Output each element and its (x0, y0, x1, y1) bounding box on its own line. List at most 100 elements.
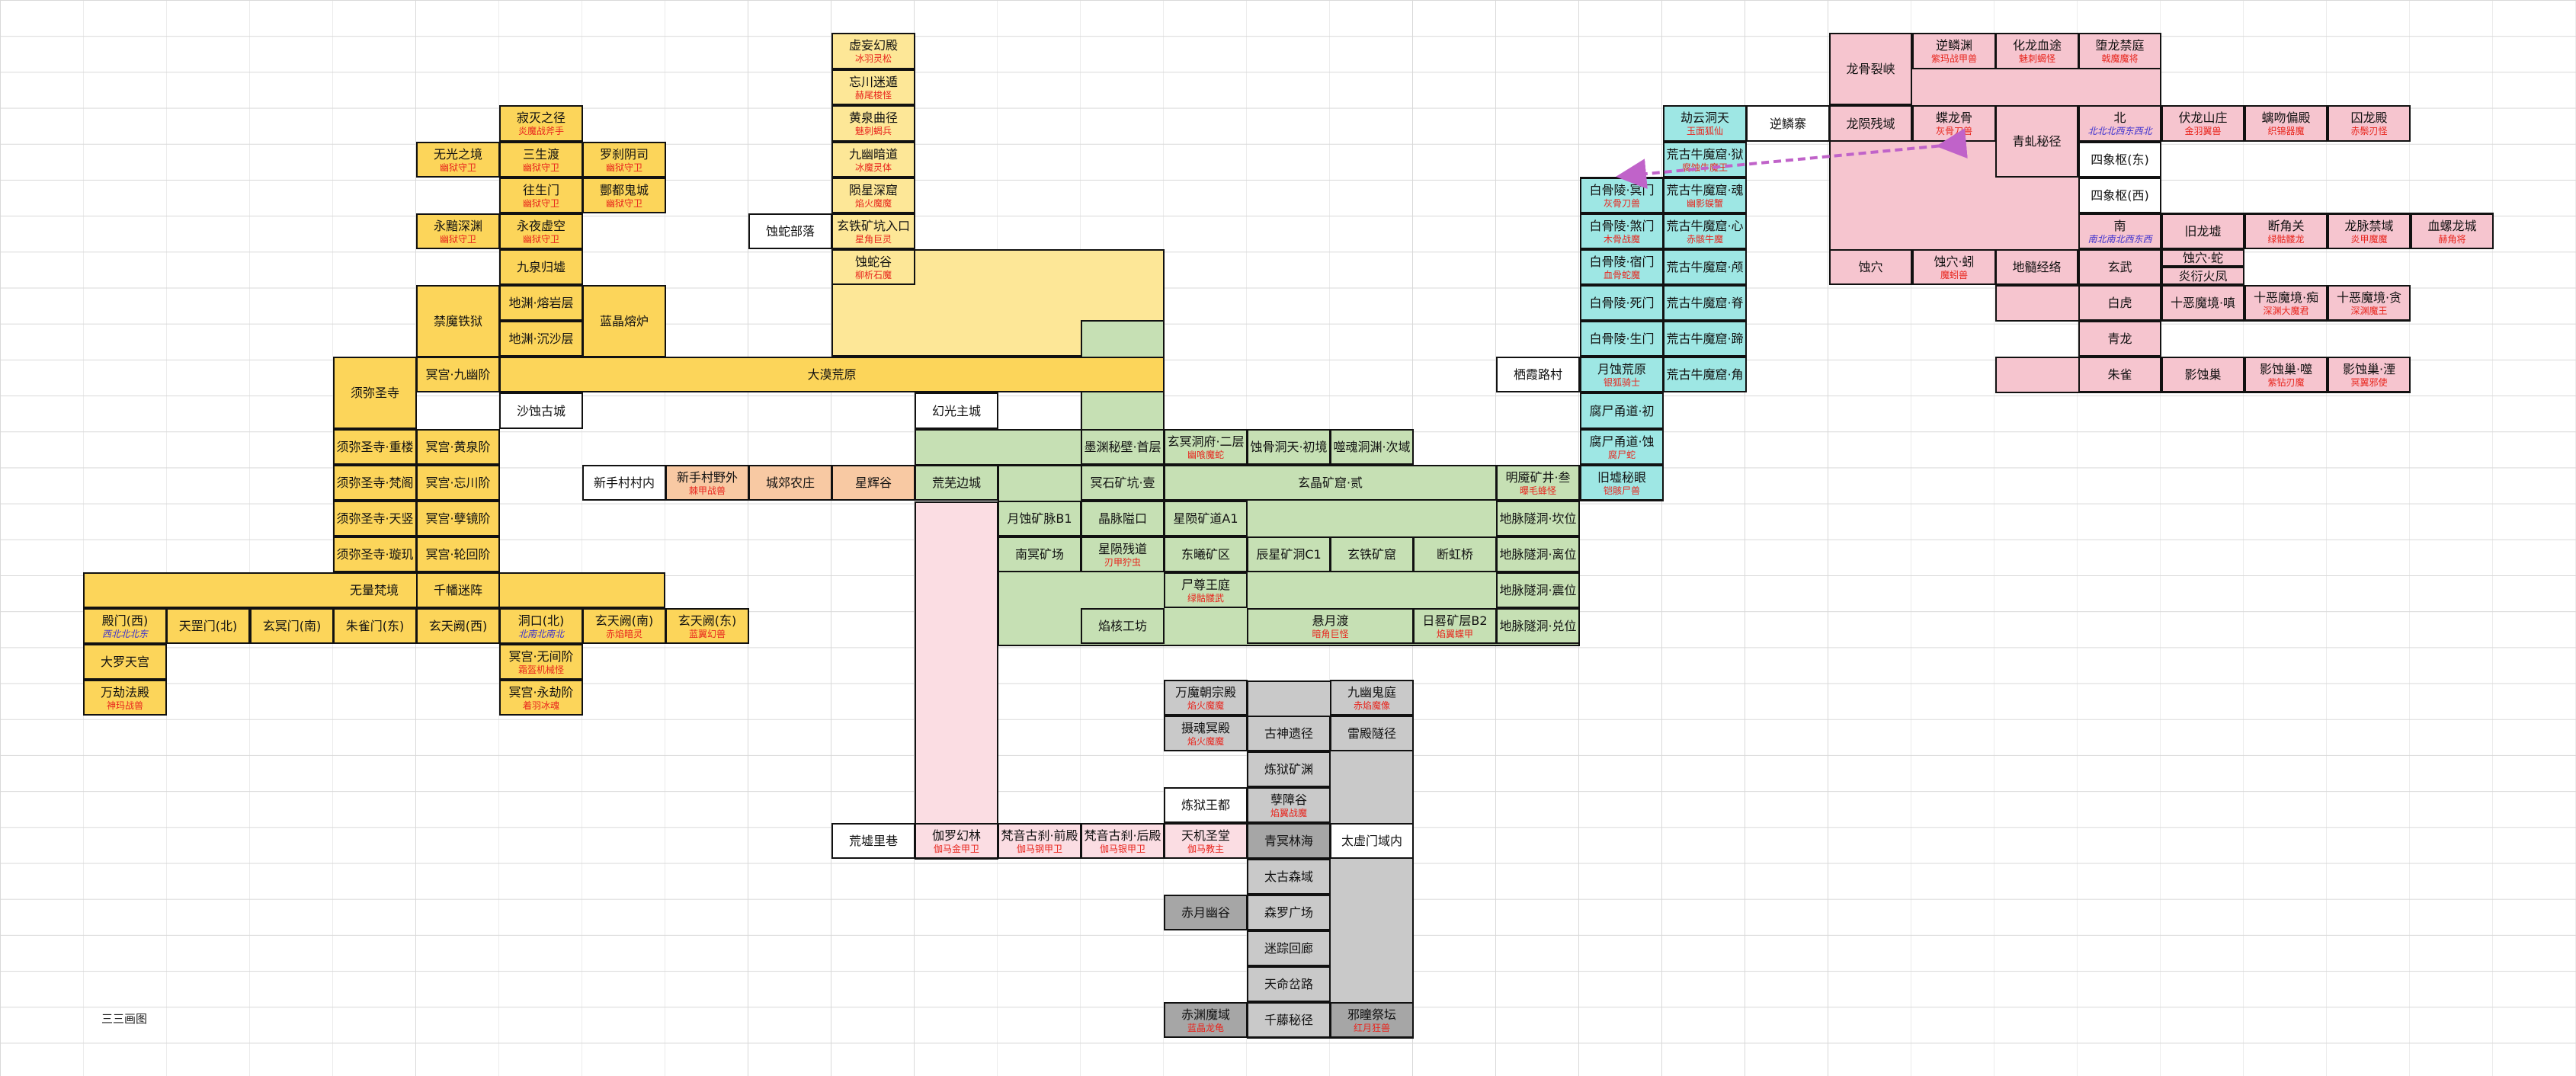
map-location[interactable]: 殿门(西)西北北北东 (83, 608, 167, 644)
map-location[interactable]: 青龙 (2078, 321, 2161, 357)
map-location[interactable]: 大罗天宫 (83, 644, 167, 680)
map-location[interactable]: 万魔朝宗殿焰火魔魔 (1164, 680, 1248, 716)
map-location[interactable]: 龙骨裂峡 (1829, 33, 1912, 105)
map-location[interactable]: 须弥圣寺·璇玑 (333, 536, 417, 572)
map-location[interactable]: 永夜虚空幽狱守卫 (499, 213, 583, 249)
map-location[interactable]: 龙脉禁域炎甲魔魔 (2328, 213, 2411, 249)
map-location[interactable]: 蚀骨洞天·初境 (1247, 429, 1331, 465)
map-location[interactable]: 断虹桥 (1413, 536, 1497, 572)
map-location[interactable]: 须弥圣寺·天竖 (333, 501, 417, 536)
map-location[interactable]: 星陨残道刃甲狞虫 (1081, 536, 1165, 572)
map-location[interactable]: 十恶魔境·贪深渊魔王 (2328, 285, 2411, 321)
map-location[interactable]: 影蚀巢 (2161, 357, 2244, 392)
map-location[interactable]: 焰核工坊 (1081, 608, 1165, 644)
map-location[interactable]: 逆鳞渊紫玛战甲兽 (1912, 33, 1996, 69)
map-location[interactable]: 地脉隧洞·兑位 (1496, 608, 1580, 644)
map-location[interactable]: 新手村村内 (582, 465, 666, 501)
map-location[interactable]: 禁魔铁狱 (416, 285, 500, 357)
map-location[interactable]: 尸尊王庭绿骷髅武 (1164, 572, 1248, 608)
map-location[interactable]: 孽障谷焰翼战魔 (1247, 787, 1331, 823)
map-location[interactable]: 千藤秘径 (1247, 1002, 1331, 1038)
map-location[interactable]: 冥宫·忘川阶 (416, 465, 500, 501)
map-location[interactable]: 血螺龙城赫角将 (2411, 213, 2494, 249)
map-location[interactable]: 东曦矿区 (1164, 536, 1248, 572)
map-location[interactable]: 地脉隧洞·震位 (1496, 572, 1580, 608)
map-location[interactable]: 影蚀巢·湮冥翼邪使 (2328, 357, 2411, 392)
map-location[interactable]: 玄武 (2078, 249, 2161, 285)
map-location[interactable]: 天罡门(北) (166, 608, 250, 644)
map-location[interactable]: 伏龙山庄金羽翼兽 (2161, 105, 2244, 142)
map-location[interactable]: 明魇矿井·叁曝毛蜂怪 (1496, 465, 1580, 501)
map-location[interactable]: 玄天阙(西) (416, 608, 500, 644)
map-location[interactable]: 蚀穴·蚓魔蚓兽 (1912, 249, 1996, 285)
map-location[interactable]: 玄天阙(东)蓝翼幻兽 (665, 608, 749, 644)
map-location[interactable]: 陨星深窟焰火魔魔 (831, 178, 915, 213)
map-location[interactable]: 地渊·熔岩层 (499, 285, 583, 321)
map-location[interactable]: 雷殿隧径 (1330, 716, 1414, 751)
map-location[interactable]: 荒古牛魔窟·颅 (1663, 249, 1747, 285)
map-location[interactable]: 旧龙墟 (2161, 213, 2244, 249)
map-location[interactable]: 新手村野外棘甲战兽 (665, 465, 749, 501)
map-location[interactable]: 须弥圣寺·重楼 (333, 429, 417, 465)
map-location[interactable]: 四象枢(东) (2078, 142, 2161, 178)
map-location[interactable]: 古神遗径 (1247, 716, 1331, 751)
map-location[interactable]: 荒古牛魔窟·心赤骸牛魔 (1663, 213, 1747, 249)
map-location[interactable]: 天命岔路 (1247, 966, 1331, 1002)
map-location[interactable]: 腐尸甬道·蚀腐尸蛇 (1580, 429, 1664, 465)
map-location[interactable]: 月蚀矿脉B1 (998, 501, 1081, 536)
map-location[interactable]: 白骨陵·生门 (1580, 321, 1664, 357)
map-location[interactable]: 摄魂冥殿焰火魔魔 (1164, 716, 1248, 751)
map-location[interactable]: 白骨陵·煞门木骨战魔 (1580, 213, 1664, 249)
map-location[interactable]: 地髓经络 (1995, 249, 2078, 285)
map-location[interactable]: 洞口(北)北南北南北 (499, 608, 583, 644)
map-location[interactable]: 白骨陵·死门 (1580, 285, 1664, 321)
map-location[interactable]: 冥宫·黄泉阶 (416, 429, 500, 465)
map-location[interactable]: 蚀穴 (1829, 249, 1912, 285)
map-location[interactable]: 墨渊秘壁·首层 (1081, 429, 1165, 465)
map-location[interactable]: 冥宫·孽镜阶 (416, 501, 500, 536)
map-location[interactable]: 堕龙禁庭戟魔魔将 (2078, 33, 2161, 69)
map-location[interactable]: 太古森域 (1247, 859, 1331, 895)
map-location[interactable]: 太虚门域内 (1330, 823, 1414, 859)
map-location[interactable]: 地脉隧洞·离位 (1496, 536, 1580, 572)
map-location[interactable]: 荒古牛魔窟·脊 (1663, 285, 1747, 321)
map-location[interactable]: 梵音古刹·前殿伽马钢甲卫 (998, 823, 1081, 859)
map-location[interactable]: 冥宫·永劫阶着羽冰魂 (499, 680, 583, 716)
map-location[interactable]: 白虎 (2078, 285, 2161, 321)
map-location[interactable]: 蚀蛇部落 (748, 213, 832, 249)
map-location[interactable]: 邪瞳祭坛红月狂兽 (1330, 1002, 1414, 1038)
map-location[interactable]: 森罗广场 (1247, 895, 1331, 930)
map-location[interactable]: 噬魂洞渊·次域 (1330, 429, 1414, 465)
map-location[interactable]: 南南北南北西东西 (2078, 213, 2161, 249)
map-location[interactable]: 须弥圣寺 (333, 357, 417, 429)
map-location[interactable]: 玄冥洞府·二层幽喰魔蛇 (1164, 429, 1248, 465)
map-location[interactable]: 荒古牛魔窟·蹄 (1663, 321, 1747, 357)
map-location[interactable]: 荒芜边城 (915, 465, 998, 501)
map-location[interactable]: 断角关绿骷髅龙 (2244, 213, 2328, 249)
map-location[interactable]: 玄冥门(南) (250, 608, 334, 644)
map-location[interactable]: 梵音古刹·后殿伽马银甲卫 (1081, 823, 1165, 859)
map-location[interactable]: 寂灭之径炎魔战斧手 (499, 105, 583, 142)
map-location[interactable]: 地渊·沉沙层 (499, 321, 583, 357)
map-location[interactable]: 四象枢(西) (2078, 178, 2161, 213)
map-location[interactable]: 沙蚀古城 (499, 392, 583, 429)
map-location[interactable]: 大漠荒原 (499, 357, 1165, 392)
map-location[interactable]: 荒墟里巷 (831, 823, 915, 859)
map-location[interactable]: 往生门幽狱守卫 (499, 178, 583, 213)
map-location[interactable]: 忘川迷遁赫尾梭怪 (831, 69, 915, 105)
map-location[interactable]: 炎衍火凤 (2161, 267, 2244, 285)
map-location[interactable]: 万劫法殿神玛战兽 (83, 680, 167, 716)
map-location[interactable]: 悬月渡暗角巨怪 (1247, 608, 1414, 644)
map-location[interactable]: 冥石矿坑·壹 (1081, 465, 1165, 501)
map-location[interactable]: 星辉谷 (831, 465, 915, 501)
map-location[interactable]: 九幽暗道冰魔灵体 (831, 142, 915, 178)
map-location[interactable]: 十恶魔境·痴深渊大魔君 (2244, 285, 2328, 321)
map-location[interactable]: 九幽鬼庭赤焰魔像 (1330, 680, 1414, 716)
map-location[interactable]: 黄泉曲径魅刺蝎兵 (831, 105, 915, 142)
map-location[interactable]: 旧墟秘眼铠骸尸兽 (1580, 465, 1664, 501)
map-location[interactable]: 玄铁矿窟 (1330, 536, 1414, 572)
map-location[interactable]: 城郊农庄 (748, 465, 832, 501)
map-location[interactable]: 地脉隧洞·坎位 (1496, 501, 1580, 536)
map-location[interactable]: 囚龙殿赤鬃刃怪 (2328, 105, 2411, 142)
